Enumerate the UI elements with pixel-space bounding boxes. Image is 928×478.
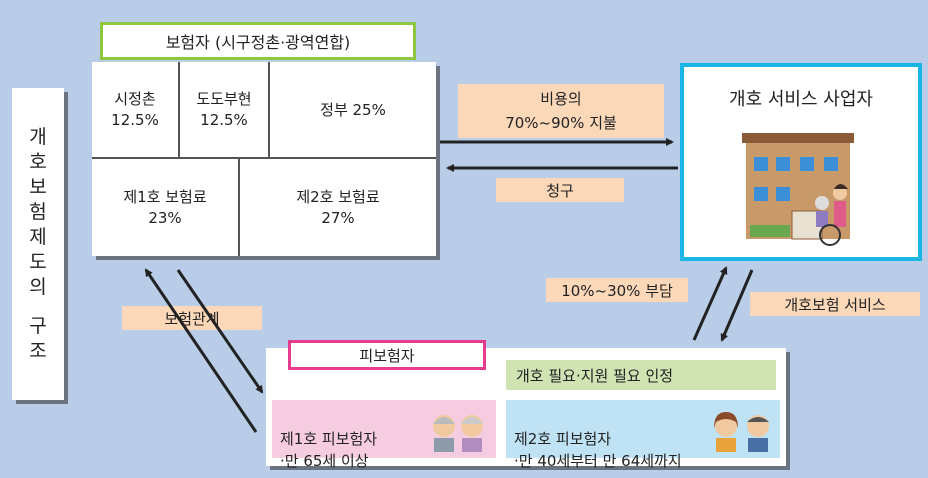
- title-char: 보: [29, 175, 47, 198]
- middle-aged-couple-icon: [714, 412, 769, 452]
- title-char: 험: [29, 200, 47, 223]
- care-service-label: 개호보험 서비스: [750, 292, 920, 316]
- title-char: 의: [29, 275, 47, 298]
- cell-divider: [268, 62, 270, 158]
- title-char: 호: [29, 150, 47, 173]
- title-char: 구: [29, 314, 47, 337]
- insurance-relation-label: 보험관계: [122, 306, 262, 330]
- provider-title: 개호 서비스 사업자: [729, 89, 873, 110]
- cost-payment-label: 비용의 70%~90% 지불: [458, 84, 664, 138]
- premium2-share: 제2호 보험료 27%: [296, 188, 380, 227]
- insured-title: 피보험자: [288, 340, 486, 370]
- municipality-share: 시정촌 12.5%: [111, 90, 159, 129]
- second-insured-text: 제2호 피보험자 ·만 40세부터 만 64세까지: [514, 430, 682, 470]
- relation-up-arrow: [144, 268, 258, 433]
- copay-arrow: [692, 266, 728, 341]
- copay-label: 10%~30% 부담: [546, 278, 688, 302]
- service-arrow: [720, 269, 754, 342]
- first-insured: 제1호 피보험자 ·만 65세 이상: [272, 400, 496, 470]
- insurer-box: [92, 62, 436, 256]
- prefecture-share: 도도부현 12.5%: [196, 90, 252, 129]
- government-share: 정부 25%: [320, 100, 386, 119]
- row-divider: [92, 157, 436, 159]
- first-insured-text: 제1호 피보험자 ·만 65세 이상: [280, 430, 378, 470]
- title-char: 도: [29, 250, 47, 273]
- provider-box: 개호 서비스 사업자: [680, 63, 922, 261]
- care-facility-icon: [742, 133, 854, 246]
- premium1-share: 제1호 보험료 23%: [123, 188, 207, 227]
- cell-divider: [238, 158, 240, 256]
- relation-down-arrow: [176, 269, 264, 394]
- cell-divider: [178, 62, 180, 158]
- certification-label: 개호 필요·지원 필요 인정: [506, 360, 776, 390]
- title-char: 제: [29, 225, 47, 248]
- claim-label: 청구: [496, 178, 624, 202]
- insurer-title: 보험자 (시구정촌·광역연합): [100, 22, 416, 60]
- title-char: 조: [29, 339, 47, 362]
- structure-title: 개 호 보 험 제 도 의 구 조: [12, 88, 64, 400]
- title-char: 개: [29, 125, 47, 148]
- elderly-couple-icon: [433, 415, 483, 452]
